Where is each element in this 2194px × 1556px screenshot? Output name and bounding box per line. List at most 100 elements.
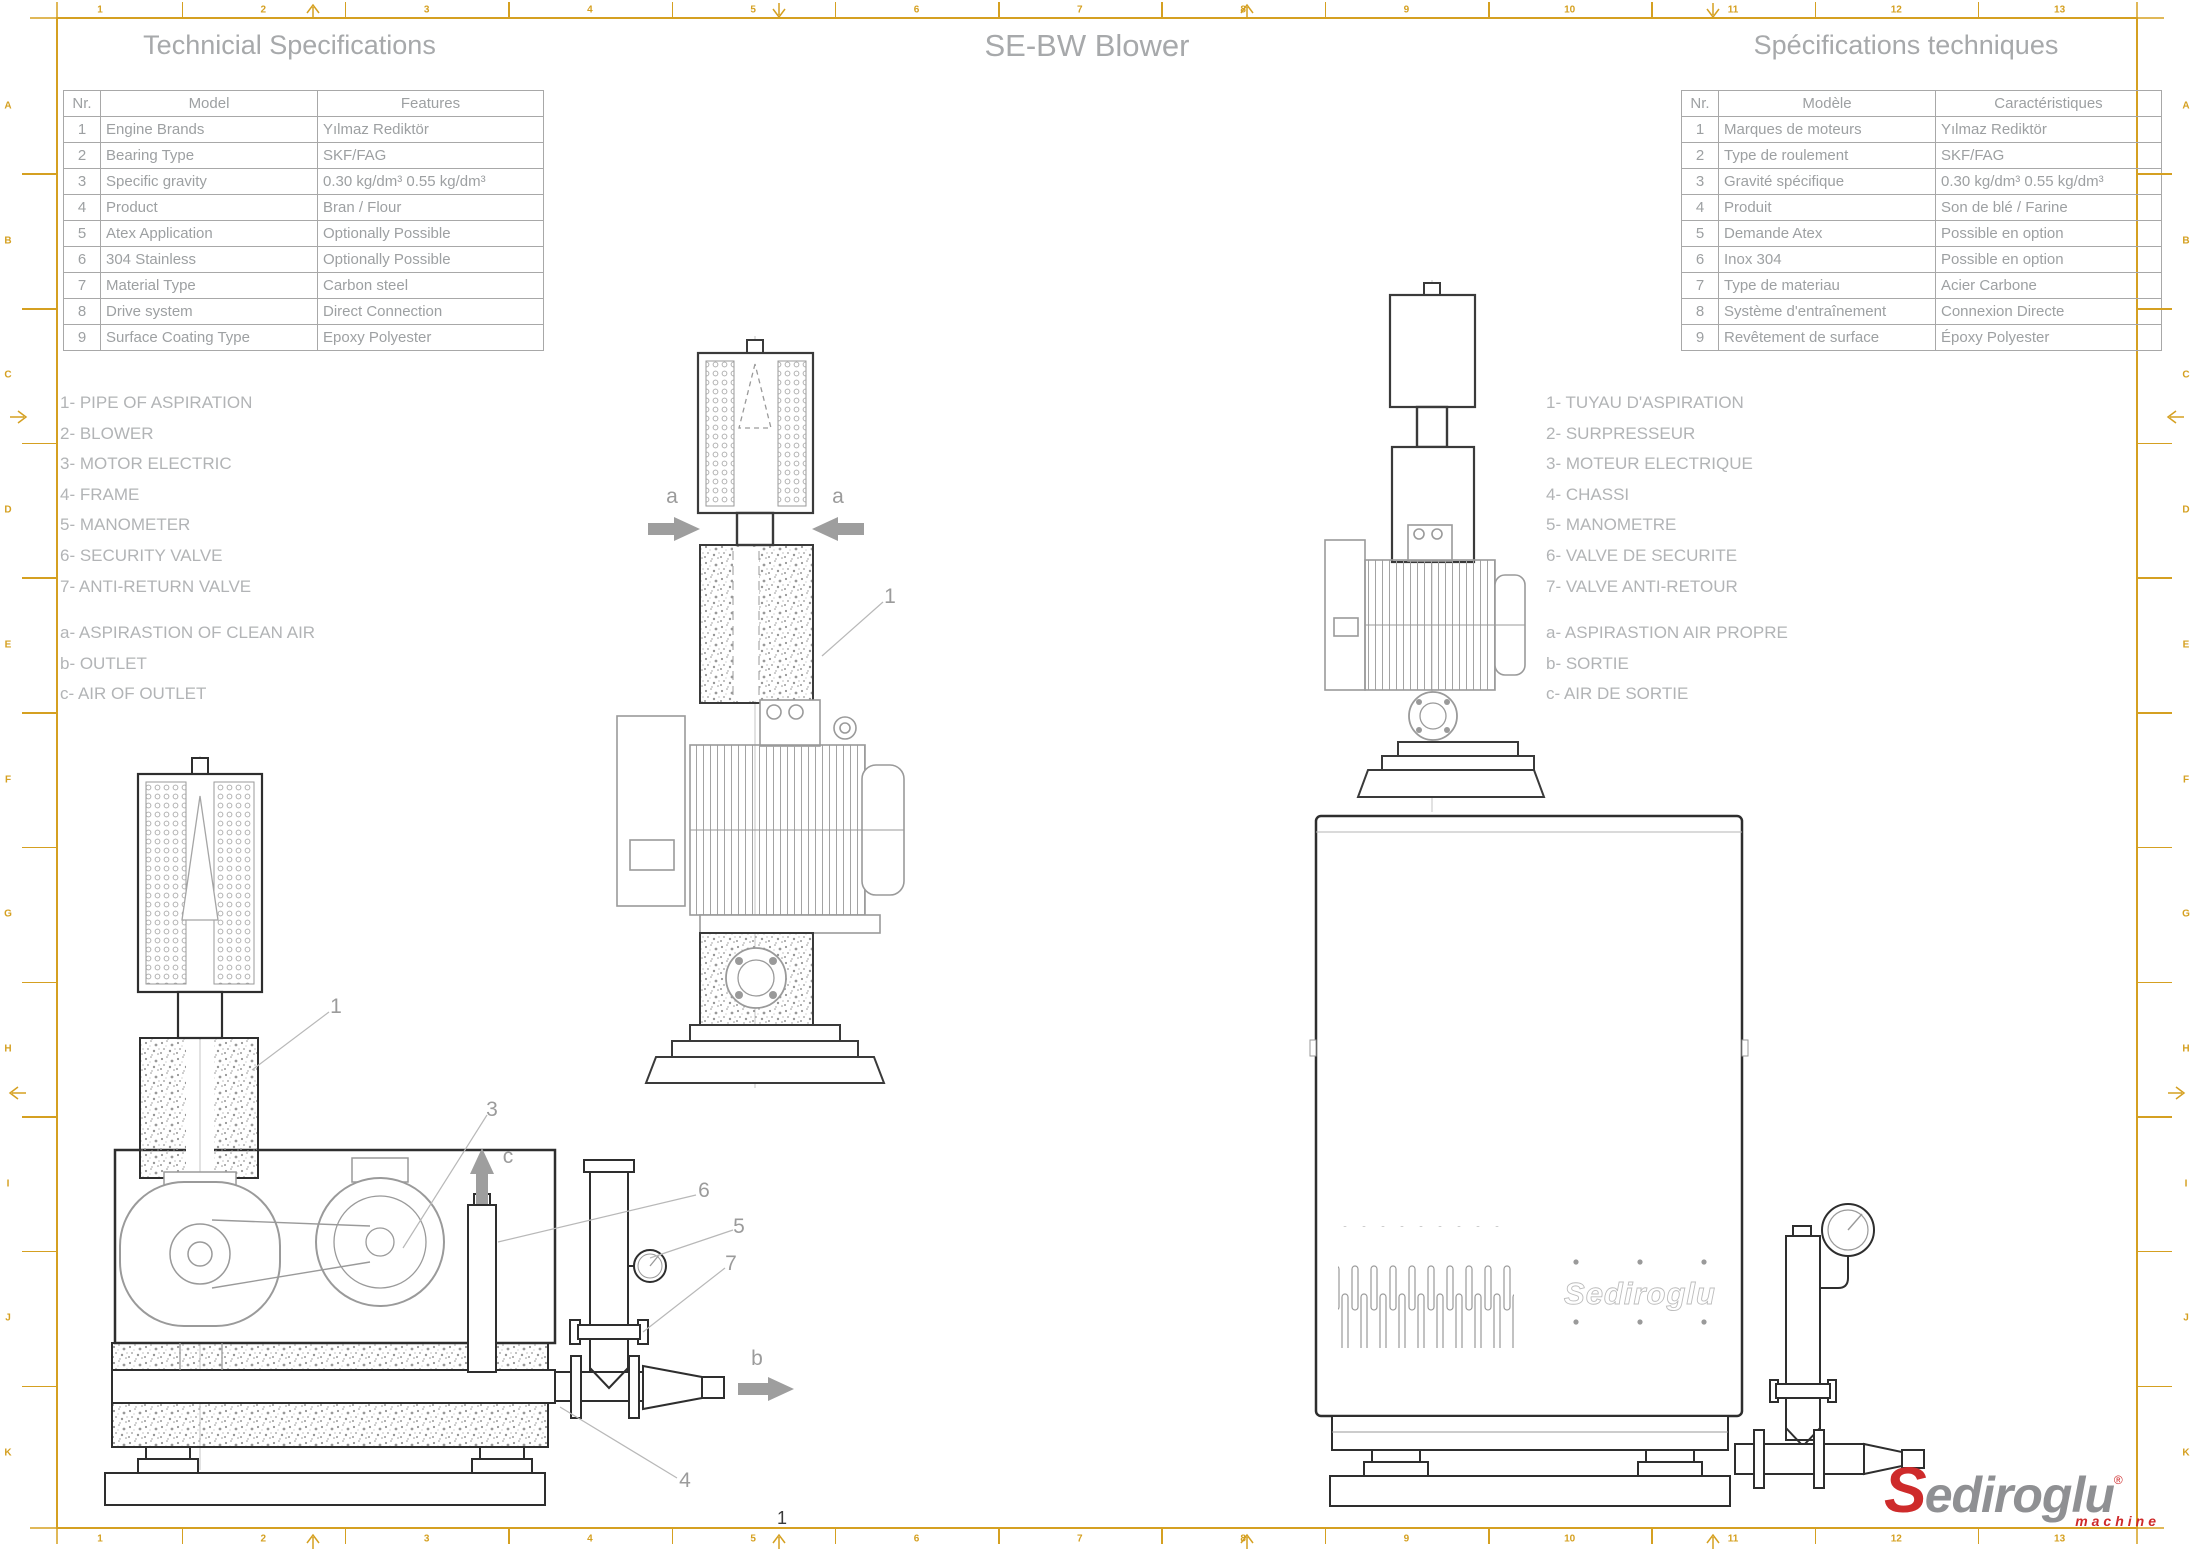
ruler-label: 10 xyxy=(1564,1533,1576,1545)
ruler-tick xyxy=(2137,1250,2172,1253)
ruler-tick xyxy=(1161,1528,1163,1544)
ruler-tick xyxy=(2137,577,2172,579)
ruler-tick xyxy=(2137,308,2172,310)
table-cell: 5 xyxy=(1681,220,1719,247)
panel-screws xyxy=(1573,1259,1707,1325)
ruler-tick xyxy=(2137,981,2172,984)
callout-7: 7 xyxy=(725,1252,737,1275)
ruler-tick xyxy=(344,2,347,18)
legend-item: 7- ANTI-RETURN VALVE xyxy=(60,576,252,596)
table-cell: 6 xyxy=(63,246,101,273)
legend-item: b- OUTLET xyxy=(60,653,147,673)
ruler-tick xyxy=(344,1528,347,1544)
ruler-tick xyxy=(181,1528,184,1544)
legend-item: 3- MOTOR ELECTRIC xyxy=(60,454,232,474)
ruler-label: B xyxy=(2182,235,2190,247)
legend-item: 1- TUYAU D'ASPIRATION xyxy=(1546,393,1744,412)
ruler-label: 11 xyxy=(1727,1533,1739,1545)
ruler-label: G xyxy=(4,908,12,920)
column-header: Modèle xyxy=(1718,90,1936,117)
ruler-tick xyxy=(834,1528,837,1544)
table-cell: Product xyxy=(100,194,318,221)
table-cell: Carbon steel xyxy=(317,272,544,299)
callout-c: c xyxy=(502,1145,514,1168)
callout-1: 1 xyxy=(884,585,896,608)
ruler-label: 12 xyxy=(1890,4,1902,16)
table-cell: 5 xyxy=(63,220,101,247)
aspiration-arrow-icon xyxy=(812,517,864,541)
ruler-label: 2 xyxy=(260,4,267,16)
ruler-tick xyxy=(834,2,837,18)
ruler-label: G xyxy=(2182,908,2190,920)
table-cell: SKF/FAG xyxy=(317,142,544,169)
ruler-label: 9 xyxy=(1403,1533,1410,1545)
callout-1: 1 xyxy=(330,995,342,1018)
ruler-label: 6 xyxy=(913,1533,920,1545)
table-cell: 0.30 kg/dm³ 0.55 kg/dm³ xyxy=(1935,168,2162,195)
drawing-blower-side-view xyxy=(104,756,794,1506)
ruler-label: 5 xyxy=(750,1533,756,1545)
ruler-label: A xyxy=(2182,100,2190,112)
ruler-tick xyxy=(22,1385,57,1388)
legend-item: 4- CHASSI xyxy=(1546,484,1630,504)
ruler-label: 3 xyxy=(423,4,430,16)
ruler-label: F xyxy=(4,774,12,785)
table-cell: Surface Coating Type xyxy=(100,324,318,351)
table-cell: Yılmaz Rediktör xyxy=(1935,116,2162,143)
logo-subtitle: machine xyxy=(2075,1513,2160,1529)
ruler-label: 7 xyxy=(1077,4,1083,16)
legend-item: 6- SECURITY VALVE xyxy=(60,545,223,565)
ruler-label: 1 xyxy=(97,4,103,16)
ruler-tick xyxy=(22,308,57,310)
table-cell: SKF/FAG xyxy=(1935,142,2162,169)
ruler-label: D xyxy=(4,504,12,516)
ruler-tick xyxy=(998,2,1000,18)
table-cell: 9 xyxy=(1681,324,1719,351)
ruler-label: 6 xyxy=(913,4,920,16)
ruler-tick xyxy=(22,577,57,579)
ruler-label: 10 xyxy=(1564,4,1576,16)
table-cell: Yılmaz Rediktör xyxy=(317,116,544,143)
legend-item: 5- MANOMETRE xyxy=(1546,515,1677,535)
ruler-tick xyxy=(998,1528,1000,1544)
column-header: Nr. xyxy=(1681,90,1719,117)
column-header: Caractéristiques xyxy=(1935,90,2162,117)
ruler-tick xyxy=(671,2,674,18)
table-cell: Système d'entraînement xyxy=(1718,298,1936,325)
sheet-frame xyxy=(8,2,2186,1549)
logo-wordmark: Sediroglu® xyxy=(1884,1458,2174,1522)
table-cell: Atex Application xyxy=(100,220,318,247)
table-cell: Bran / Flour xyxy=(317,194,544,221)
logo-text: ediroglu xyxy=(1924,1467,2115,1523)
ruler-label: K xyxy=(2182,1447,2190,1459)
legend-item: 1- PIPE OF ASPIRATION xyxy=(60,393,253,412)
ruler-label: 8 xyxy=(1240,1533,1246,1545)
ruler-label: E xyxy=(2182,639,2190,651)
ruler-label: J xyxy=(5,1312,11,1324)
aspiration-arrow-icon xyxy=(648,517,700,541)
table-cell: 4 xyxy=(1681,194,1719,221)
table-cell: Connexion Directe xyxy=(1935,298,2162,325)
ruler-label: I xyxy=(2184,1178,2188,1190)
callout-5: 5 xyxy=(733,1215,745,1238)
ruler-tick xyxy=(508,2,510,18)
logo-initial: S xyxy=(1884,1454,1927,1526)
ruler-label: H xyxy=(2182,1043,2190,1055)
table-cell: 1 xyxy=(1681,116,1719,143)
table-cell: Produit xyxy=(1718,194,1936,221)
table-cell: Revêtement de surface xyxy=(1718,324,1936,351)
ruler-label: 2 xyxy=(260,1533,267,1545)
callout-6: 6 xyxy=(698,1179,710,1202)
page-title: SE-BW Blower xyxy=(984,28,1190,63)
table-cell: 4 xyxy=(63,194,101,221)
